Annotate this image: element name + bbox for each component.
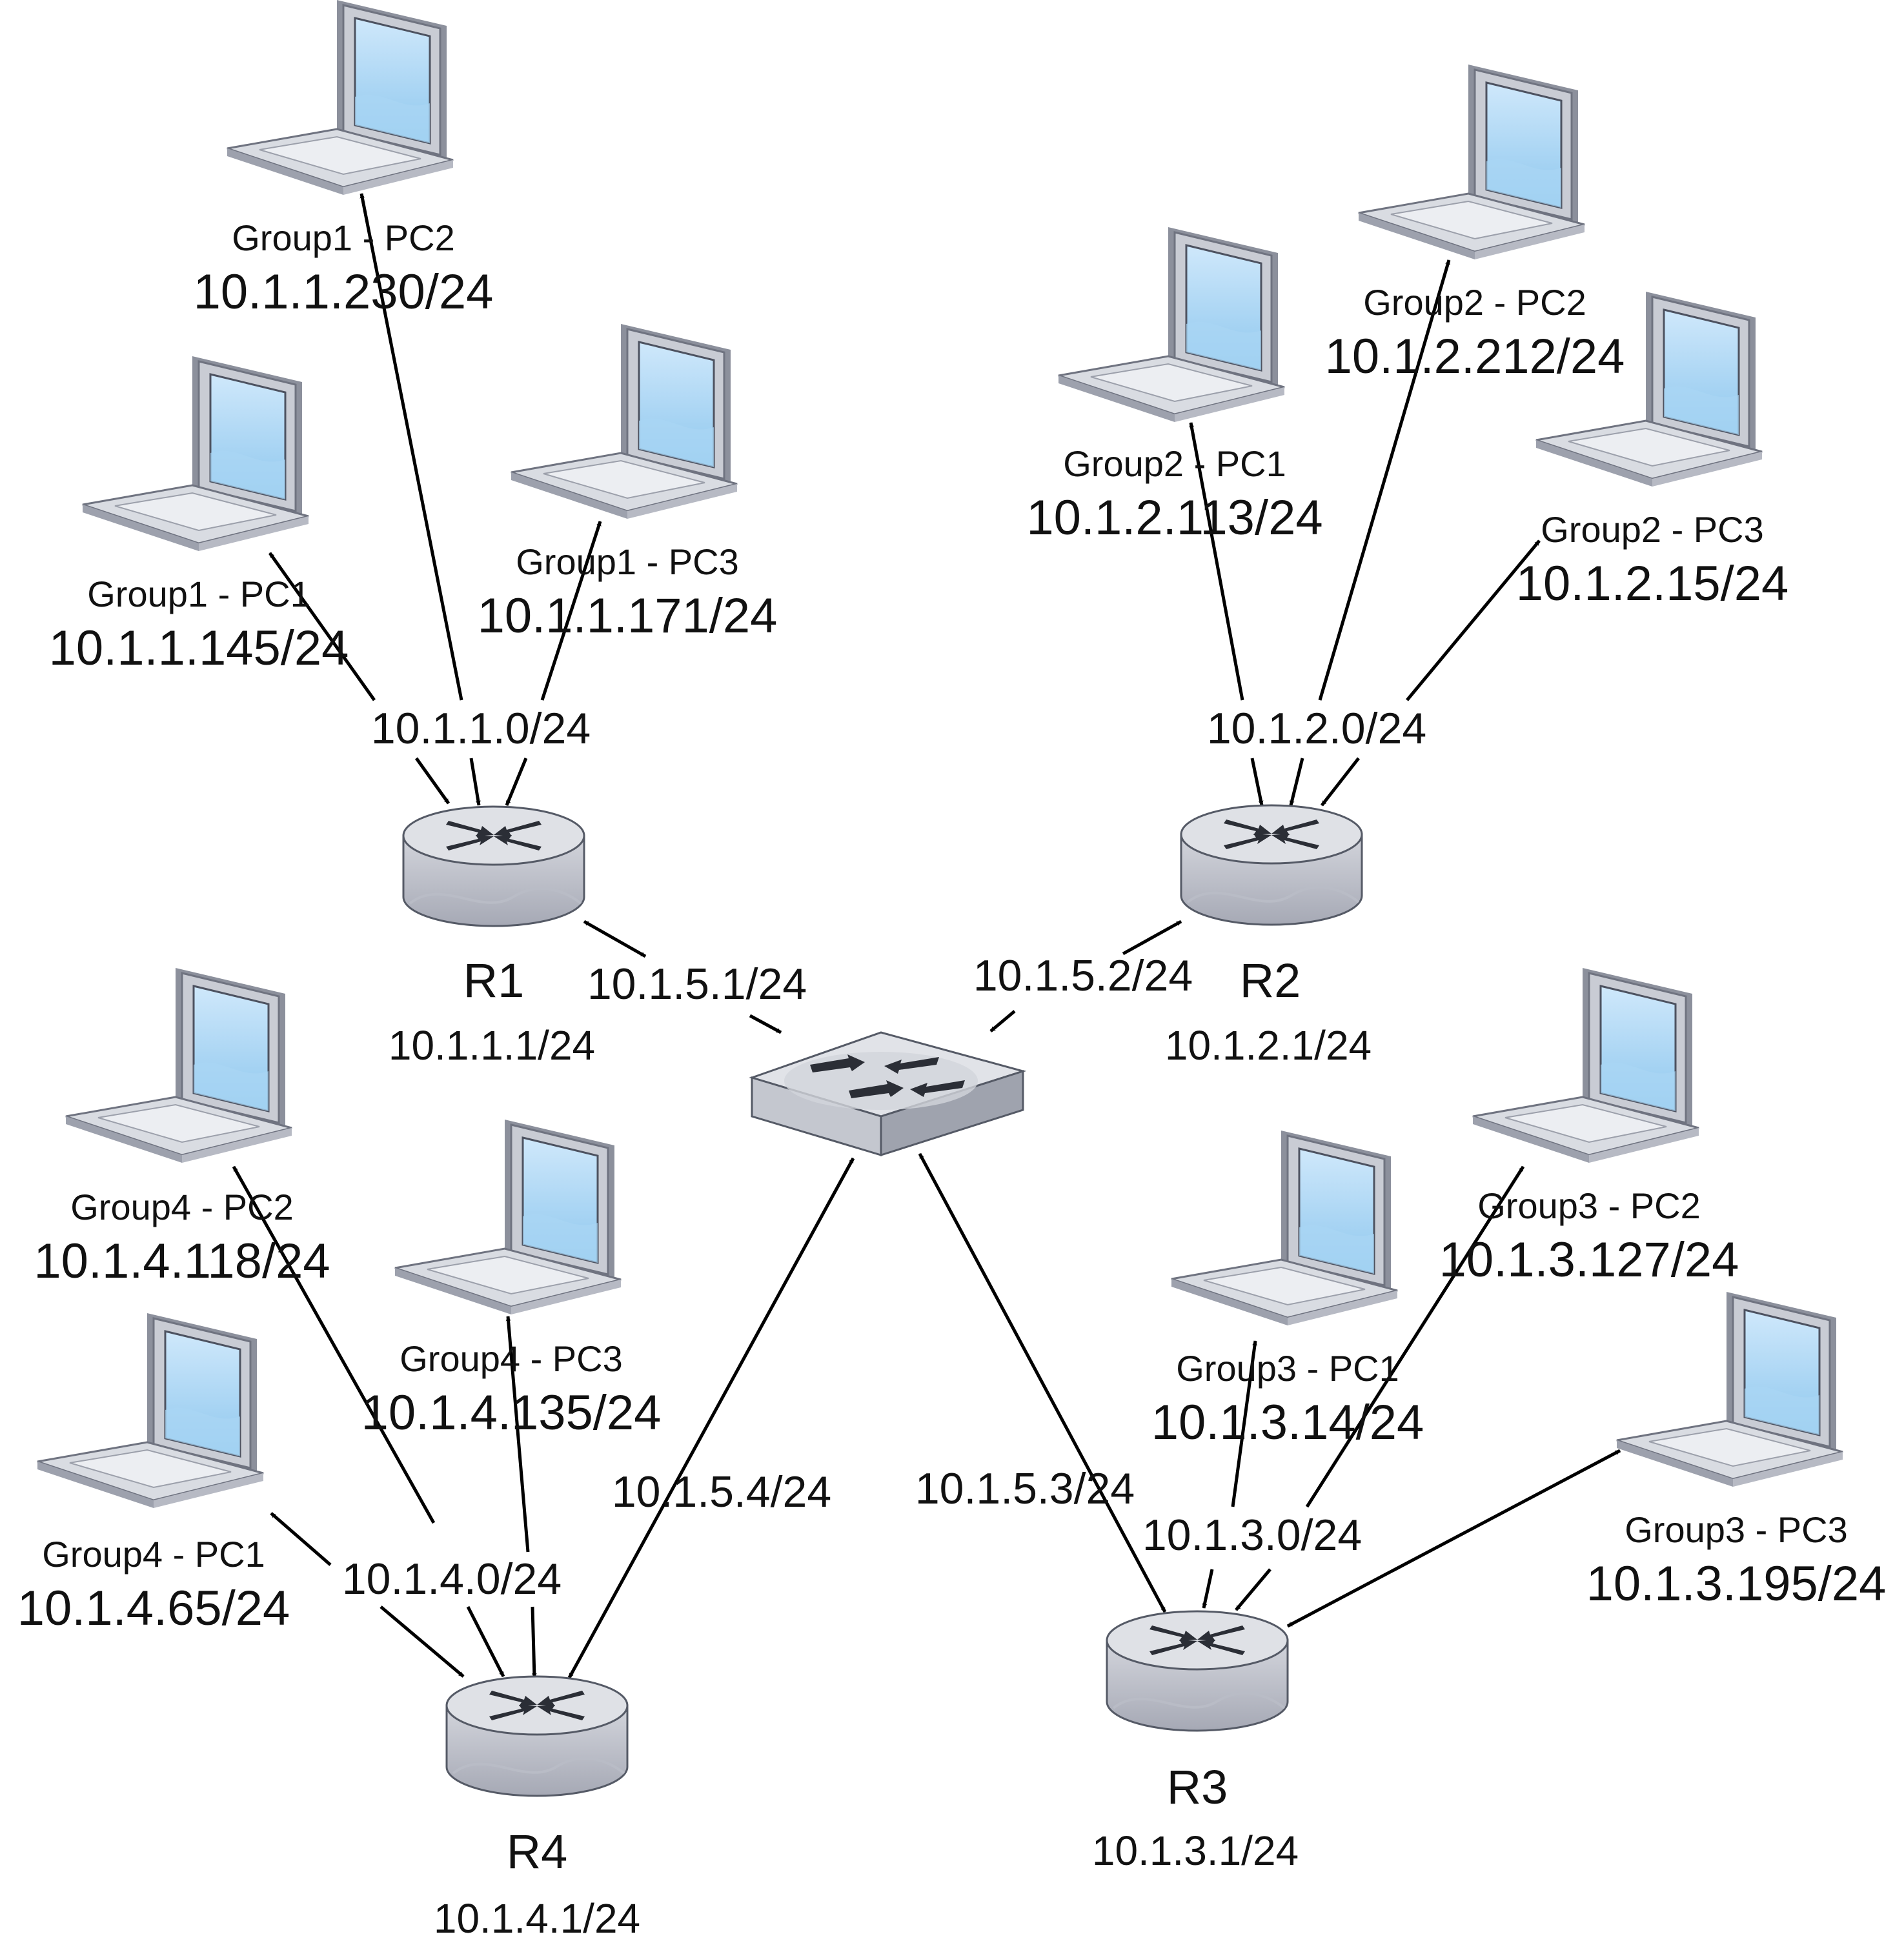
link-r4-in-3 [531, 1606, 537, 1678]
router-icon-r3 [1106, 1610, 1289, 1732]
link-r1-switch-b [749, 1014, 782, 1034]
link-r4-g4pc2 [232, 1165, 436, 1524]
router-name-r1: R1 [463, 954, 525, 1007]
laptop-icon-g3pc1 [1170, 1129, 1399, 1327]
pc-name-g2pc1: Group2 - PC1 [1063, 443, 1286, 484]
pc-name-g3pc1: Group3 - PC1 [1176, 1348, 1399, 1389]
pc-ip-g3pc1: 10.1.3.14/24 [1151, 1395, 1424, 1450]
router-icon-r4 [445, 1675, 629, 1797]
laptop-icon-g4pc1 [36, 1312, 265, 1509]
laptop-icon-g2pc1 [1057, 226, 1286, 423]
link-r2-g2pc3 [1406, 539, 1541, 701]
link-r1-in-2 [469, 758, 481, 806]
laptop-icon-g3pc2 [1472, 967, 1700, 1164]
link-r2-g2pc2 [1318, 259, 1451, 701]
pc-name-g1pc2: Group1 - PC2 [232, 217, 455, 258]
link-r3-in-1 [1202, 1569, 1214, 1609]
network-label-r4: 10.1.4.0/24 [342, 1555, 562, 1604]
laptop-icon-g4pc3 [394, 1118, 622, 1316]
link-r1-in-3 [505, 758, 528, 806]
pc-name-g3pc2: Group3 - PC2 [1477, 1185, 1701, 1226]
pc-name-g2pc3: Group2 - PC3 [1541, 509, 1764, 550]
router-icon-r1 [402, 805, 585, 927]
laptop-icon-g1pc3 [510, 323, 738, 520]
laptop-icon-g3pc3 [1615, 1291, 1844, 1488]
pc-ip-g4pc1: 10.1.4.65/24 [17, 1581, 290, 1636]
pc-name-g1pc1: Group1 - PC1 [87, 574, 310, 614]
laptop-icon-g2pc2 [1357, 63, 1586, 261]
link-r1-g1pc3 [540, 521, 602, 701]
pc-ip-g3pc3: 10.1.3.195/24 [1586, 1556, 1887, 1611]
link-r4-switch [567, 1157, 855, 1679]
link-r3-g3pc1 [1231, 1340, 1257, 1507]
network-label-r1: 10.1.1.0/24 [371, 704, 591, 753]
link-r3-g3pc2 [1305, 1165, 1525, 1508]
pc-name-g1pc3: Group1 - PC3 [516, 541, 739, 582]
link-r1-switch [583, 920, 647, 958]
laptop-icon-g1pc1 [81, 355, 310, 552]
pc-ip-g2pc2: 10.1.2.212/24 [1325, 329, 1625, 384]
pc-name-g4pc1: Group4 - PC1 [42, 1534, 265, 1575]
pc-ip-g2pc1: 10.1.2.113/24 [1026, 490, 1322, 545]
network-label-r2: 10.1.2.0/24 [1207, 704, 1426, 753]
router-icon-r2 [1180, 804, 1363, 926]
pc-ip-g4pc2: 10.1.4.118/24 [34, 1234, 330, 1289]
pc-name-g3pc3: Group3 - PC3 [1625, 1509, 1848, 1550]
link-r4-in-2 [466, 1605, 505, 1678]
laptop-icon-g4pc2 [65, 967, 293, 1164]
link-r2-in-2 [1289, 758, 1304, 806]
router-ip-r3: 10.1.3.1/24 [1092, 1827, 1299, 1874]
link-r1-g1pc1 [268, 552, 376, 701]
router-ip-r2: 10.1.2.1/24 [1165, 1022, 1372, 1069]
pc-name-g4pc3: Group4 - PC3 [400, 1338, 623, 1379]
link-r3-switch [918, 1152, 1167, 1613]
link-r2-in-3 [1321, 757, 1360, 807]
pc-name-g2pc2: Group2 - PC2 [1363, 282, 1586, 323]
laptop-icon-g1pc2 [226, 0, 454, 196]
link-r3-in-2 [1235, 1568, 1271, 1611]
router-name-r4: R4 [507, 1825, 568, 1878]
router-name-r2: R2 [1240, 954, 1301, 1007]
uplink-label-r4: 10.1.5.4/24 [612, 1467, 831, 1516]
uplink-label-r2: 10.1.5.2/24 [973, 951, 1193, 1000]
switch-icon [751, 1031, 1024, 1156]
pc-ip-g3pc2: 10.1.3.127/24 [1439, 1233, 1739, 1287]
link-r3-g3pc3 [1286, 1449, 1621, 1628]
pc-ip-g1pc1: 10.1.1.145/24 [49, 621, 349, 676]
connection-arrows [232, 193, 1621, 1679]
pc-ip-g1pc2: 10.1.1.230/24 [194, 265, 494, 319]
pc-ip-g2pc3: 10.1.2.15/24 [1516, 556, 1789, 611]
link-r2-g2pc1 [1189, 422, 1244, 701]
link-r1-in-1 [414, 757, 451, 805]
link-r4-g4pc1 [270, 1512, 332, 1566]
link-r4-in-1 [380, 1605, 465, 1678]
router-ip-r4: 10.1.4.1/24 [434, 1895, 640, 1942]
link-r2-switch-b [1122, 920, 1182, 956]
link-r2-in-1 [1250, 758, 1264, 806]
uplink-label-r3: 10.1.5.3/24 [915, 1464, 1135, 1513]
link-r2-switch [989, 1010, 1016, 1032]
pc-name-g4pc2: Group4 - PC2 [70, 1187, 294, 1227]
link-r4-g4pc3 [505, 1316, 530, 1553]
router-ip-r1: 10.1.1.1/24 [389, 1022, 595, 1069]
uplink-label-r1: 10.1.5.1/24 [587, 960, 807, 1009]
pc-ip-g4pc3: 10.1.4.135/24 [361, 1385, 662, 1440]
router-name-r3: R3 [1167, 1760, 1228, 1814]
network-label-r3: 10.1.3.0/24 [1142, 1511, 1362, 1560]
pc-ip-g1pc3: 10.1.1.171/24 [478, 589, 778, 643]
link-r1-g1pc2 [360, 193, 463, 701]
